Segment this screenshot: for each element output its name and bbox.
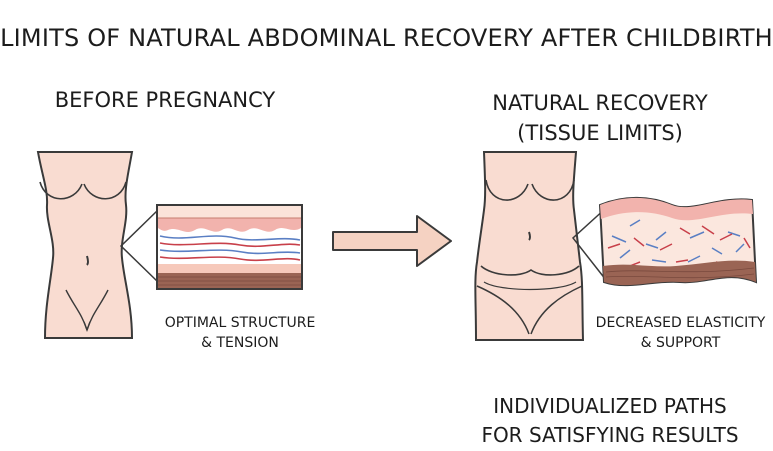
footer-message: INDIVIDUALIZED PATHS FOR SATISFYING RESU… (440, 392, 773, 450)
natural-recovery-heading-line1: NATURAL RECOVERY (492, 91, 708, 115)
torso-before-illustration (36, 151, 134, 339)
torso-after-illustration (474, 151, 585, 341)
before-caption-line1: OPTIMAL STRUCTURE (164, 315, 316, 331)
footer-line1: INDIVIDUALIZED PATHS (493, 394, 727, 418)
tissue-before-panel (156, 204, 303, 290)
before-caption-line2: & TENSION (201, 335, 279, 351)
natural-recovery-heading-line2: (TISSUE LIMITS) (517, 121, 683, 145)
after-caption-line2: & SUPPORT (640, 335, 721, 351)
footer-line2: FOR SATISFYING RESULTS (481, 423, 739, 447)
after-caption-line1: DECREASED ELASTICITY (595, 315, 766, 331)
diagram-title: LIMITS OF NATURAL ABDOMINAL RECOVERY AFT… (0, 24, 773, 52)
tissue-after-panel (598, 196, 758, 287)
before-callout-line (119, 209, 159, 283)
transition-arrow-icon (332, 215, 452, 267)
natural-recovery-heading: NATURAL RECOVERY (TISSUE LIMITS) (440, 88, 760, 148)
after-callout-line (571, 207, 607, 281)
before-caption: OPTIMAL STRUCTURE & TENSION (145, 313, 335, 353)
before-pregnancy-heading: BEFORE PREGNANCY (54, 88, 276, 112)
after-caption: DECREASED ELASTICITY & SUPPORT (588, 313, 773, 353)
